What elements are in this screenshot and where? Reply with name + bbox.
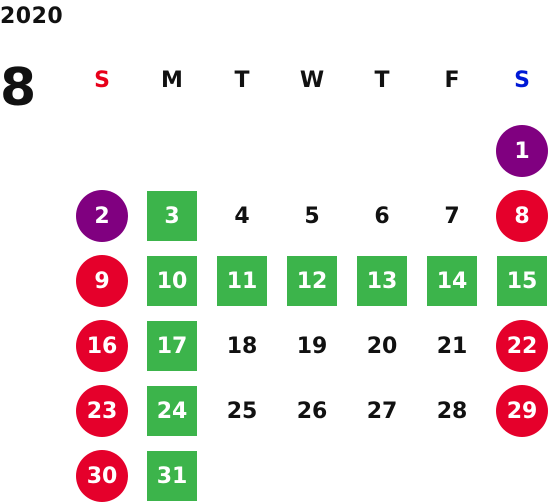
day-22: 22 (496, 320, 548, 372)
day-17: 17 (147, 321, 197, 371)
weekday-thursday: T (374, 68, 390, 93)
weekday-sunday: S (94, 68, 110, 93)
day-7: 7 (444, 203, 460, 229)
day-14: 14 (427, 256, 477, 306)
day-28: 28 (436, 398, 468, 424)
day-30: 30 (76, 450, 128, 502)
day-25: 25 (226, 398, 258, 424)
day-31: 31 (147, 451, 197, 501)
day-15: 15 (497, 256, 547, 306)
day-23: 23 (76, 385, 128, 437)
day-4: 4 (234, 203, 250, 229)
day-1: 1 (496, 125, 548, 177)
day-26: 26 (296, 398, 328, 424)
day-19: 19 (296, 333, 328, 359)
day-8: 8 (496, 190, 548, 242)
weekday-monday: M (161, 68, 183, 93)
day-18: 18 (226, 333, 258, 359)
day-13: 13 (357, 256, 407, 306)
day-9: 9 (76, 255, 128, 307)
year-label: 2020 (0, 4, 64, 29)
day-20: 20 (366, 333, 398, 359)
day-29: 29 (496, 385, 548, 437)
weekday-wednesday: W (299, 68, 325, 93)
day-6: 6 (374, 203, 390, 229)
weekday-tuesday: T (234, 68, 250, 93)
day-5: 5 (304, 203, 320, 229)
month-number: 8 (0, 58, 37, 118)
weekday-friday: F (444, 68, 460, 93)
day-24: 24 (147, 386, 197, 436)
day-10: 10 (147, 256, 197, 306)
day-12: 12 (287, 256, 337, 306)
day-3: 3 (147, 191, 197, 241)
day-21: 21 (436, 333, 468, 359)
day-16: 16 (76, 320, 128, 372)
day-27: 27 (366, 398, 398, 424)
weekday-saturday: S (514, 68, 530, 93)
day-11: 11 (217, 256, 267, 306)
day-2: 2 (76, 190, 128, 242)
